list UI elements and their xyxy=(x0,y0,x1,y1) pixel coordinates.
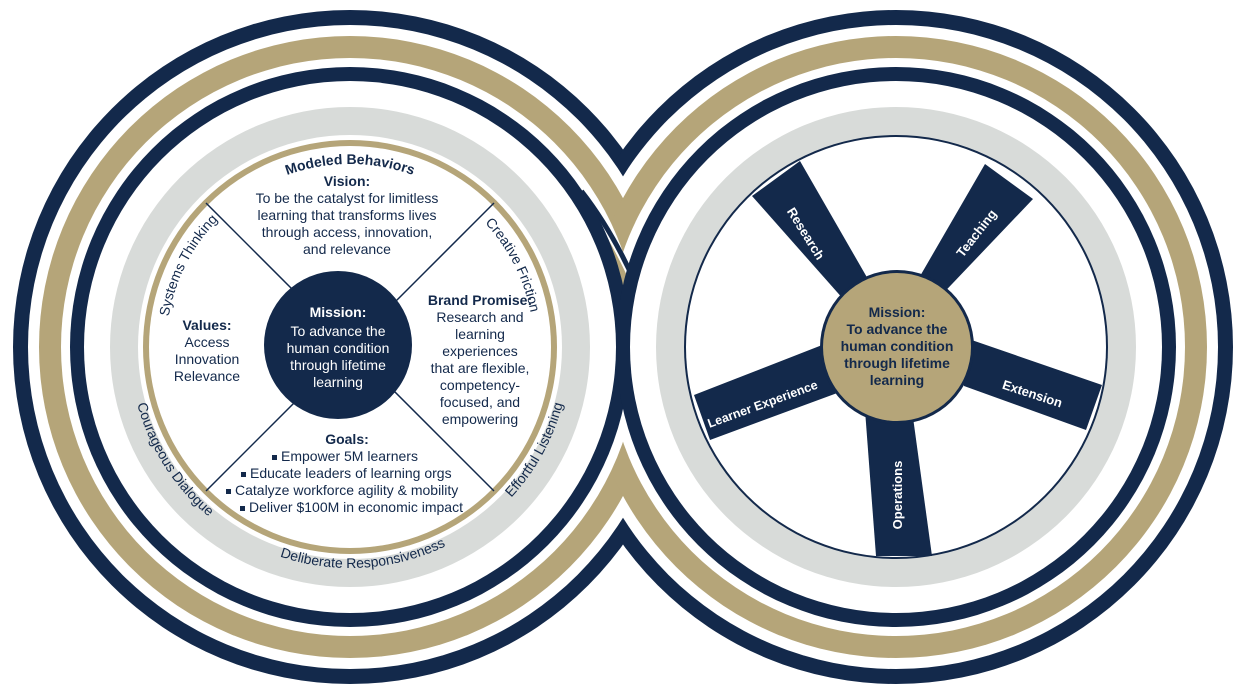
spoke-learner-experience xyxy=(694,340,840,440)
vision-line: To be the catalyst for limitless xyxy=(256,190,439,206)
mission-circle xyxy=(264,271,412,419)
values-item: Relevance xyxy=(174,368,240,384)
svg-text:Catalyze workforce agility & m: Catalyze workforce agility & mobility xyxy=(235,482,458,498)
spoke-research xyxy=(752,161,880,318)
hub-mission-line: through lifetime xyxy=(844,355,950,371)
bullet-icon xyxy=(226,489,231,494)
mission-hub xyxy=(823,273,971,421)
right-circle: Research Teaching Extension Operations L… xyxy=(616,67,1176,627)
brand-promise-line: experiences xyxy=(442,343,518,359)
mission-title: Mission: xyxy=(310,304,367,320)
goals-item: Catalyze workforce agility & mobility xyxy=(226,482,458,498)
svg-text:Empower 5M learners: Empower 5M learners xyxy=(281,448,418,464)
svg-text:Deliver $100M in economic impa: Deliver $100M in economic impact xyxy=(249,499,463,515)
spoke-extension xyxy=(960,336,1102,430)
brand-promise-line: focused, and xyxy=(440,394,520,410)
vision-line: and relevance xyxy=(303,241,391,257)
brand-promise-line: that are flexible, xyxy=(431,360,530,376)
mission-line: To advance the xyxy=(291,323,386,339)
values-title: Values: xyxy=(182,317,231,333)
mission-line: human condition xyxy=(287,340,390,356)
goals-block: Goals: Empower 5M learners Educate leade… xyxy=(226,431,463,515)
svg-text:Educate leaders of learning or: Educate leaders of learning orgs xyxy=(250,465,452,481)
hub-mission-line: learning xyxy=(870,372,924,388)
brand-promise-line: empowering xyxy=(442,411,518,427)
hub-mission-line: To advance the xyxy=(847,321,948,337)
vision-block: Vision: To be the catalyst for limitless… xyxy=(256,173,439,257)
mission-line: through lifetime xyxy=(290,357,386,373)
mission-line: learning xyxy=(313,374,363,390)
values-item: Innovation xyxy=(175,351,240,367)
brand-promise-block: Brand Promise: Research and learning exp… xyxy=(428,292,532,427)
spoke-teaching xyxy=(912,164,1033,305)
vision-line: learning that transforms lives xyxy=(258,207,437,223)
spoke-operations xyxy=(865,410,932,556)
goals-item: Empower 5M learners xyxy=(272,448,418,464)
brand-promise-line: Research and xyxy=(436,309,523,325)
goals-item: Deliver $100M in economic impact xyxy=(240,499,463,515)
brand-promise-line: competency- xyxy=(440,377,520,393)
bullet-icon xyxy=(272,455,277,460)
bullet-icon xyxy=(241,472,246,477)
values-item: Access xyxy=(184,334,229,350)
brand-promise-title: Brand Promise: xyxy=(428,292,532,308)
hub-mission-line: human condition xyxy=(841,338,954,354)
vision-line: through access, innovation, xyxy=(262,224,432,240)
hub-mission-title: Mission: xyxy=(869,304,926,320)
spoke-label-operations: Operations xyxy=(890,461,905,530)
left-circle: Mission: To advance the human condition … xyxy=(70,67,630,627)
vision-title: Vision: xyxy=(324,173,370,189)
goals-item: Educate leaders of learning orgs xyxy=(241,465,452,481)
brand-promise-line: learning xyxy=(455,326,505,342)
bullet-icon xyxy=(240,506,245,511)
goals-title: Goals: xyxy=(325,431,369,447)
values-block: Values: Access Innovation Relevance xyxy=(174,317,240,384)
